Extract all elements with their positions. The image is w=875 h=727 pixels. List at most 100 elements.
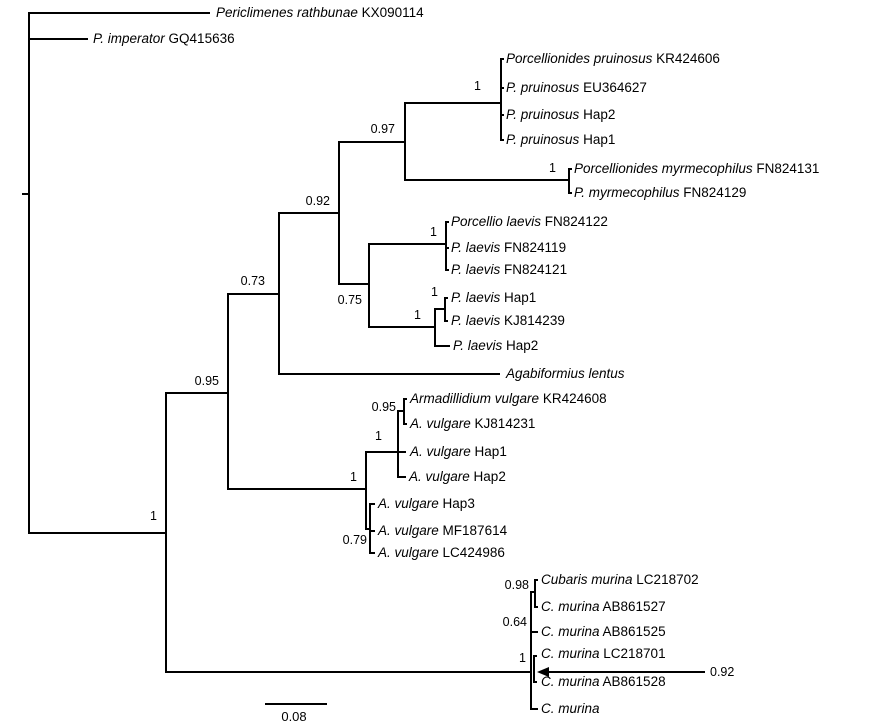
taxon-species-name: A. vulgare — [409, 469, 470, 484]
taxon-accession: AB861525 — [599, 624, 666, 639]
taxon-accession: GQ415636 — [164, 31, 235, 46]
taxon-species-name: C. murina — [541, 674, 600, 689]
tree-branch — [397, 410, 403, 412]
tree-branch — [533, 655, 535, 683]
support-value: 0.79 — [342, 533, 367, 547]
taxon-species-name: Porcellio laevis — [451, 214, 542, 229]
tree-branch — [500, 114, 504, 116]
tree-branch — [434, 308, 436, 347]
tree-branch — [403, 398, 405, 425]
taxon-label: A. vulgare KJ814231 — [410, 415, 535, 433]
tree-branch — [28, 12, 210, 14]
tree-branch — [404, 102, 500, 104]
tree-branch — [444, 297, 448, 299]
taxon-species-name: P. laevis — [451, 290, 501, 305]
tree-branch — [365, 528, 369, 530]
tree-branch — [534, 606, 538, 608]
taxon-label: Cubaris murina LC218702 — [541, 571, 699, 589]
tree-branch — [445, 221, 447, 271]
taxon-species-name: A. vulgare — [410, 444, 471, 459]
tree-branch — [500, 87, 504, 89]
tree-branch — [534, 579, 538, 581]
support-value: 1 — [549, 161, 556, 175]
taxon-accession: FN824121 — [500, 262, 568, 277]
taxon-label: C. murina AB861525 — [541, 623, 666, 641]
taxon-species-name: P. laevis — [451, 240, 501, 255]
arrow-head-icon — [537, 667, 549, 677]
tree-branch — [403, 398, 407, 400]
tree-branch — [227, 488, 365, 490]
taxon-label: C. murina AB861528 — [541, 673, 666, 691]
tree-branch — [445, 247, 449, 249]
tree-branch — [368, 243, 445, 245]
taxon-species-name: P. pruinosus — [506, 80, 580, 95]
tree-branch — [165, 392, 227, 394]
taxon-species-name: P. pruinosus — [506, 132, 580, 147]
tree-branch — [28, 38, 88, 40]
tree-branch — [533, 655, 537, 657]
taxon-label: P. laevis Hap1 — [451, 289, 536, 307]
taxon-species-name: A. vulgare — [378, 545, 439, 560]
taxon-species-name: Periclimenes rathbunae — [216, 5, 358, 20]
taxon-species-name: Porcellionides myrmecophilus — [574, 161, 753, 176]
support-value: 0.98 — [504, 578, 529, 592]
tree-branch — [397, 476, 406, 478]
tree-branch — [445, 269, 449, 271]
taxon-accession: LC218702 — [632, 572, 699, 587]
tree-branch — [369, 503, 375, 505]
taxon-species-name: C. murina — [541, 599, 600, 614]
taxon-accession: KJ814231 — [470, 416, 536, 431]
tree-branch — [338, 141, 340, 285]
taxon-species-name: P. laevis — [451, 313, 501, 328]
tree-branch — [568, 192, 572, 194]
support-value: 0.97 — [370, 122, 395, 136]
tree-branch — [365, 451, 406, 453]
taxon-accession: Hap1 — [579, 132, 616, 147]
tree-branch — [338, 283, 368, 285]
tree-branch — [404, 179, 568, 181]
taxon-label: Periclimenes rathbunae KX090114 — [216, 4, 424, 22]
support-value: 1 — [414, 308, 421, 322]
taxon-species-name: P. laevis — [453, 338, 503, 353]
taxon-accession: Hap3 — [438, 496, 475, 511]
taxon-label: A. vulgare Hap2 — [409, 468, 506, 486]
tree-branch — [278, 212, 338, 214]
support-value: 0.92 — [305, 194, 330, 208]
tree-branch — [533, 681, 537, 683]
taxon-label: C. murina AB861527 — [541, 598, 666, 616]
taxon-label: P. laevis KJ814239 — [451, 312, 565, 330]
taxon-label: P. imperator GQ415636 — [93, 30, 235, 48]
tree-branch — [28, 12, 30, 534]
tree-branch — [500, 58, 504, 60]
taxon-species-name: Agabiformius lentus — [506, 366, 625, 381]
tree-branch — [530, 708, 538, 710]
support-value: 1 — [431, 285, 438, 299]
tree-branch — [369, 552, 375, 554]
taxon-label: P. laevis FN824121 — [451, 261, 567, 279]
taxon-label: A. vulgare Hap3 — [378, 495, 475, 513]
tree-branch — [368, 326, 434, 328]
taxon-label: A. vulgare LC424986 — [378, 544, 505, 562]
tree-branch — [165, 671, 532, 673]
tree-branch — [278, 212, 280, 375]
taxon-accession: MF187614 — [438, 523, 508, 538]
taxon-accession: FN824131 — [752, 161, 820, 176]
tree-branch — [227, 293, 229, 490]
tree-branch — [397, 410, 399, 478]
support-value: 1 — [474, 79, 481, 93]
taxon-label: P. myrmecophilus FN824129 — [574, 184, 746, 202]
taxon-label: Porcellionides pruinosus KR424606 — [506, 50, 720, 68]
taxon-accession: FN824122 — [541, 214, 608, 229]
tree-branch — [404, 102, 406, 181]
arrow-support-label: 0.92 — [710, 665, 735, 679]
scale-bar-line — [265, 703, 327, 705]
tree-branch — [369, 503, 371, 554]
taxon-accession: KJ814239 — [500, 313, 565, 328]
tree-branch — [530, 631, 538, 633]
taxon-accession: EU364627 — [579, 80, 647, 95]
tree-branch — [434, 345, 450, 347]
taxon-accession: Hap1 — [500, 290, 537, 305]
taxon-accession: KX090114 — [357, 5, 424, 20]
